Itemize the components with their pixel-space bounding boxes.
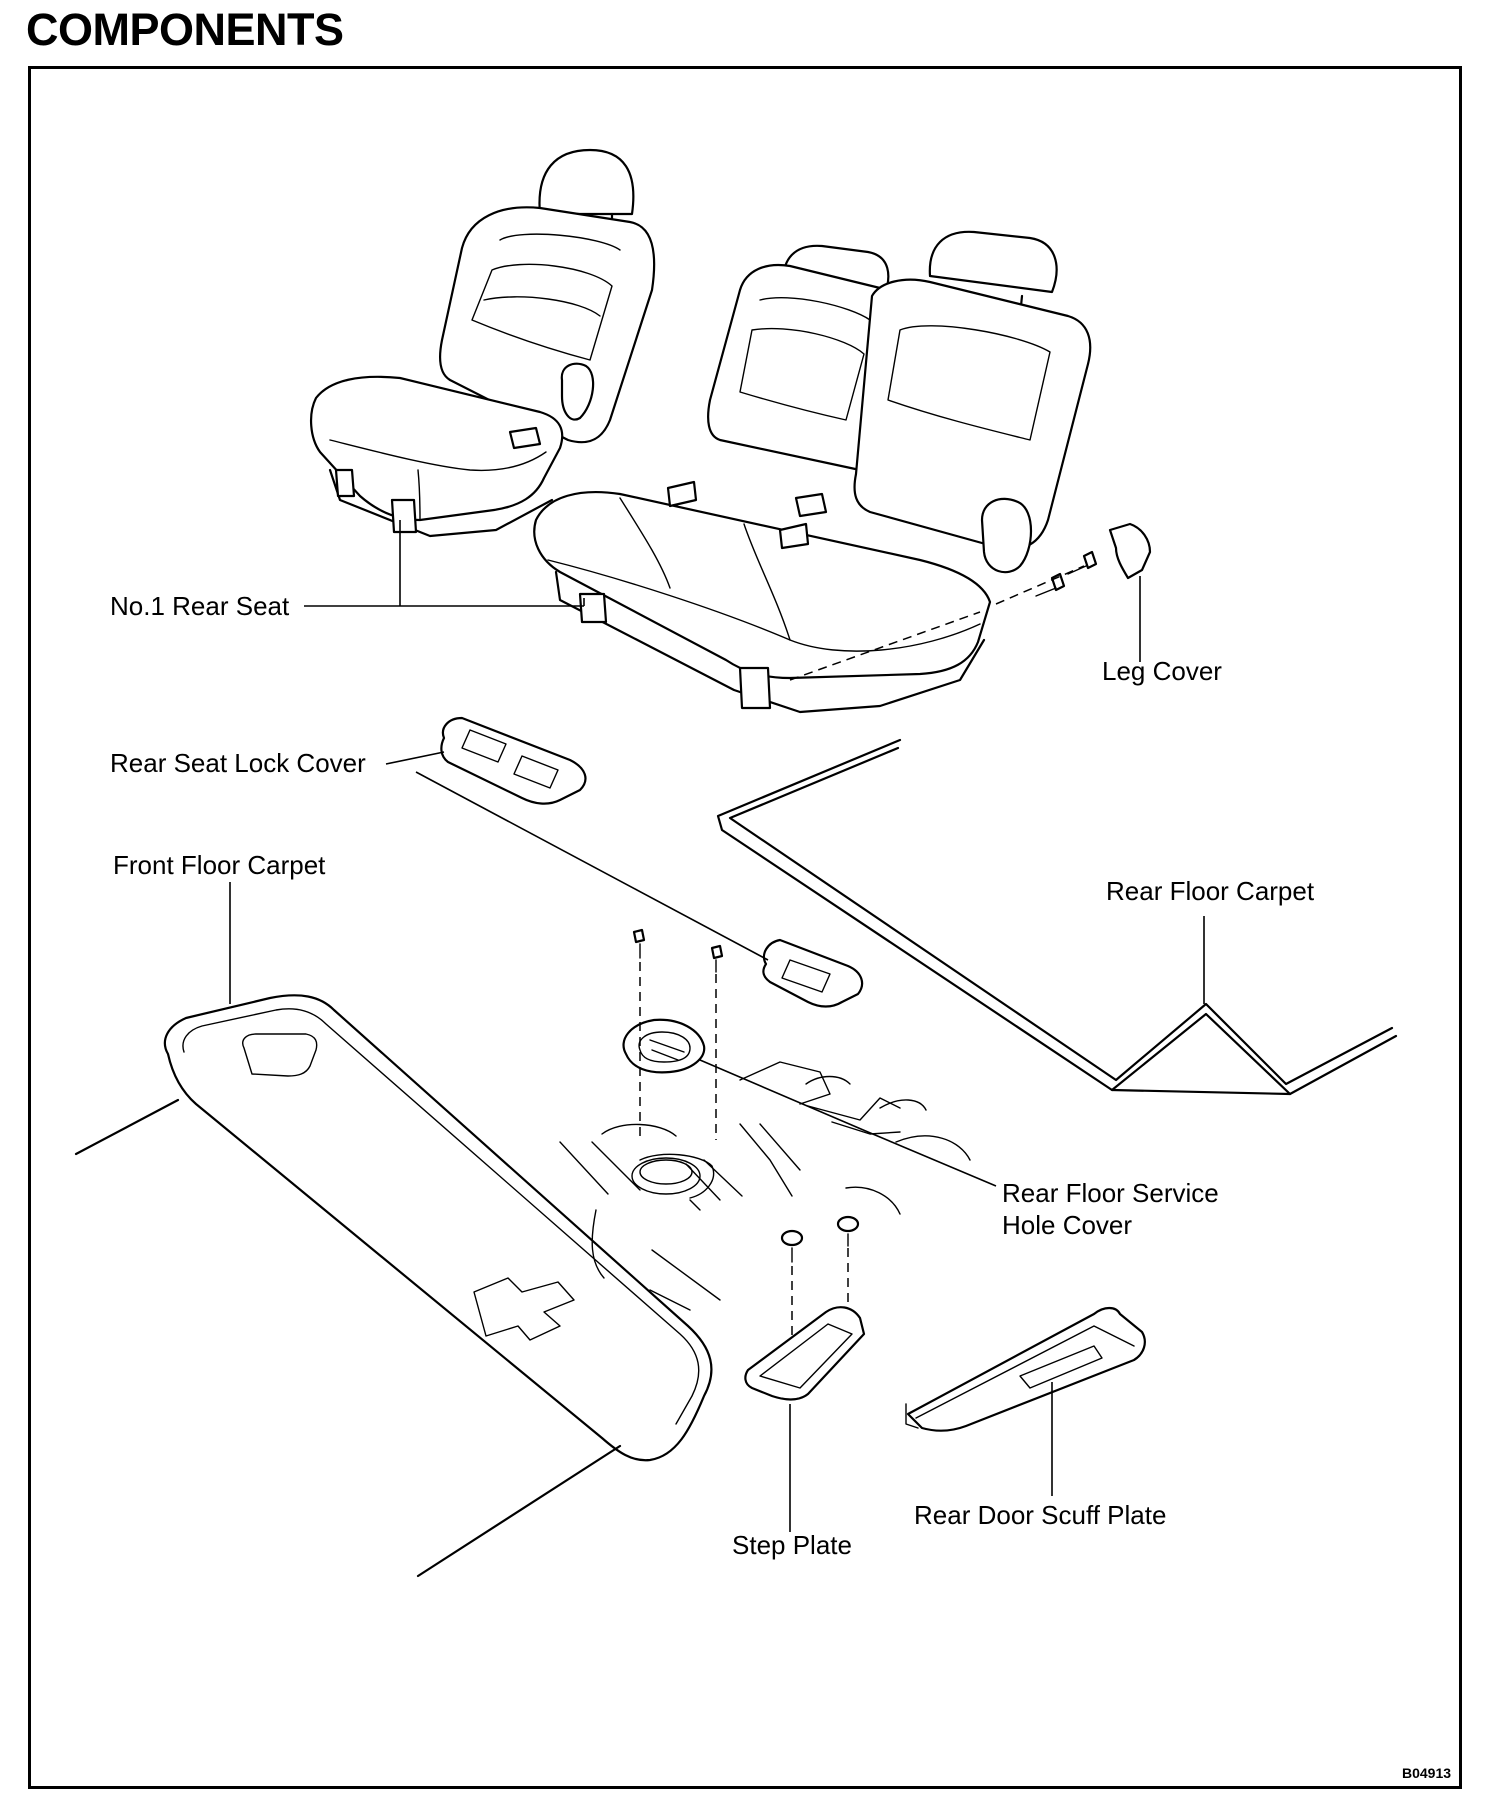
floor-pan-drawing (559, 928, 971, 1311)
figure-code: B04913 (1402, 1765, 1451, 1781)
rear-floor-carpet-drawing (716, 738, 1398, 1096)
label-rear-floor-service-hole-cover-line2: Hole Cover (1002, 1210, 1132, 1240)
page-title: COMPONENTS (26, 4, 344, 55)
right-double-rear-seat-drawing (533, 230, 1092, 714)
label-rear-seat-lock-cover: Rear Seat Lock Cover (110, 748, 366, 778)
label-step-plate: Step Plate (732, 1530, 852, 1560)
label-rear-door-scuff-plate: Rear Door Scuff Plate (914, 1500, 1166, 1530)
label-rear-floor-carpet: Rear Floor Carpet (1106, 876, 1315, 906)
step-plate-drawing (744, 1215, 866, 1401)
diagram-frame (28, 66, 1462, 1789)
label-front-floor-carpet: Front Floor Carpet (113, 850, 326, 880)
left-single-rear-seat-drawing (310, 148, 656, 538)
label-leg-cover: Leg Cover (1102, 656, 1222, 686)
rear-door-scuff-plate-drawing (905, 1306, 1146, 1432)
front-floor-carpet-drawing (74, 994, 713, 1578)
rear-seat-lock-cover-drawing (440, 716, 864, 1008)
leader-lines (229, 520, 1205, 1532)
leg-cover-drawing (995, 522, 1152, 605)
label-no1-rear-seat: No.1 Rear Seat (110, 591, 290, 621)
label-rear-floor-service-hole-cover-line1: Rear Floor Service (1002, 1178, 1219, 1208)
